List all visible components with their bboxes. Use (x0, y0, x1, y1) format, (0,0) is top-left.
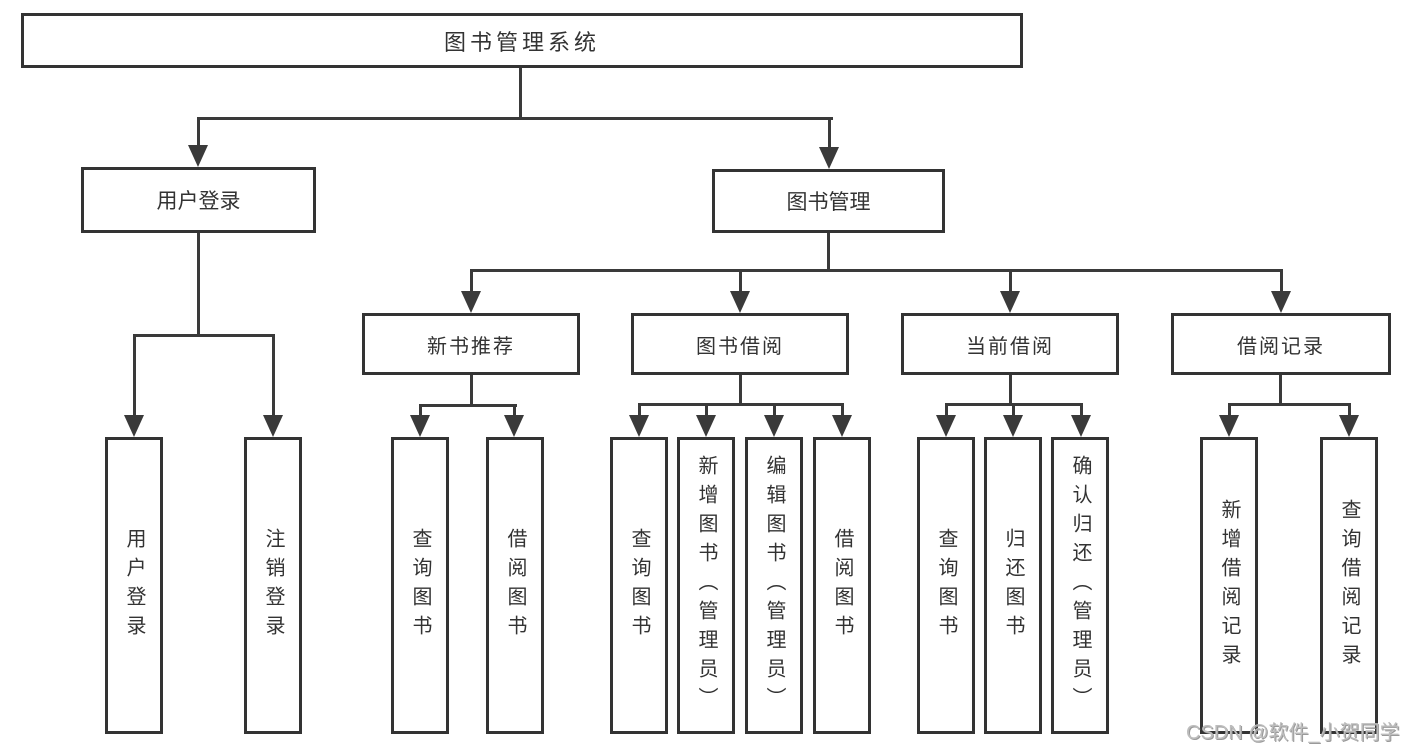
node-book-management: 图书管理 (712, 169, 945, 233)
arrow-down-icon (504, 415, 524, 437)
connector-line (638, 403, 843, 406)
connector-line (1009, 269, 1012, 293)
connector-line (419, 404, 422, 417)
leaf-label: 查询图书 (935, 527, 957, 644)
arrow-down-icon (188, 145, 208, 167)
connector-line (1228, 403, 1351, 406)
arrow-down-icon (832, 415, 852, 437)
connector-line (470, 269, 473, 293)
leaf-borrow-books-recommend: 借阅图书 (486, 437, 544, 734)
arrow-down-icon (1071, 415, 1091, 437)
arrow-down-icon (1271, 291, 1291, 313)
connector-line (1009, 375, 1012, 406)
leaf-label: 确认归还（管理员） (1069, 455, 1091, 716)
node-root-system: 图书管理系统 (21, 13, 1023, 68)
csdn-watermark: CSDN @软件_小贺同学 (1186, 722, 1400, 744)
arrow-down-icon (936, 415, 956, 437)
leaf-borrow-books: 借阅图书 (813, 437, 871, 734)
arrow-down-icon (1003, 415, 1023, 437)
leaf-query-books-borrow: 查询图书 (610, 437, 668, 734)
connector-line (470, 375, 473, 407)
leaf-label: 注销登录 (262, 527, 284, 644)
connector-line (197, 117, 200, 149)
leaf-label: 新增借阅记录 (1218, 498, 1240, 673)
connector-line (1348, 403, 1351, 417)
connector-line (638, 403, 641, 417)
arrow-down-icon (730, 291, 750, 313)
arrow-down-icon (410, 415, 430, 437)
connector-line (133, 334, 136, 417)
leaf-label: 归还图书 (1002, 527, 1024, 644)
connector-line (705, 403, 708, 417)
leaf-edit-books-admin: 编辑图书（管理员） (745, 437, 803, 734)
connector-line (519, 66, 522, 120)
connector-line (1228, 403, 1231, 417)
leaf-query-books-current: 查询图书 (917, 437, 975, 734)
connector-line (1279, 375, 1282, 406)
leaf-add-borrow-record: 新增借阅记录 (1200, 437, 1258, 734)
node-book-borrow: 图书借阅 (631, 313, 849, 375)
leaf-add-books-admin: 新增图书（管理员） (677, 437, 735, 734)
node-new-book-recommend: 新书推荐 (362, 313, 580, 375)
connector-line (773, 403, 776, 417)
node-user-login: 用户登录 (81, 167, 316, 233)
connector-line (841, 403, 844, 417)
connector-line (513, 404, 516, 417)
connector-line (828, 117, 831, 151)
connector-line (197, 117, 833, 120)
leaf-user-login: 用户登录 (105, 437, 163, 734)
connector-line (272, 334, 275, 417)
connector-line (739, 375, 742, 406)
connector-line (739, 269, 742, 293)
leaf-return-books: 归还图书 (984, 437, 1042, 734)
connector-line (419, 404, 517, 407)
arrow-down-icon (819, 147, 839, 169)
arrow-down-icon (461, 291, 481, 313)
leaf-label: 编辑图书（管理员） (763, 455, 785, 716)
leaf-label: 借阅图书 (831, 527, 853, 644)
leaf-logout: 注销登录 (244, 437, 302, 734)
node-current-borrow: 当前借阅 (901, 313, 1119, 375)
arrow-down-icon (1219, 415, 1239, 437)
leaf-label: 查询图书 (409, 527, 431, 644)
leaf-query-books-recommend: 查询图书 (391, 437, 449, 734)
arrow-down-icon (263, 415, 283, 437)
arrow-down-icon (124, 415, 144, 437)
leaf-confirm-return-admin: 确认归还（管理员） (1051, 437, 1109, 734)
node-borrow-records: 借阅记录 (1171, 313, 1391, 375)
leaf-label: 新增图书（管理员） (695, 455, 717, 716)
arrow-down-icon (629, 415, 649, 437)
connector-line (1080, 403, 1083, 417)
leaf-label: 查询图书 (628, 527, 650, 644)
connector-line (945, 403, 948, 417)
connector-line (133, 334, 275, 337)
connector-line (470, 269, 1282, 272)
leaf-query-borrow-record: 查询借阅记录 (1320, 437, 1378, 734)
arrow-down-icon (1339, 415, 1359, 437)
arrow-down-icon (764, 415, 784, 437)
leaf-label: 借阅图书 (504, 527, 526, 644)
arrow-down-icon (696, 415, 716, 437)
connector-line (827, 231, 830, 272)
connector-line (197, 231, 200, 337)
connector-line (1012, 403, 1015, 417)
connector-line (1280, 269, 1283, 293)
leaf-label: 查询借阅记录 (1338, 498, 1360, 673)
arrow-down-icon (1000, 291, 1020, 313)
leaf-label: 用户登录 (123, 527, 145, 644)
